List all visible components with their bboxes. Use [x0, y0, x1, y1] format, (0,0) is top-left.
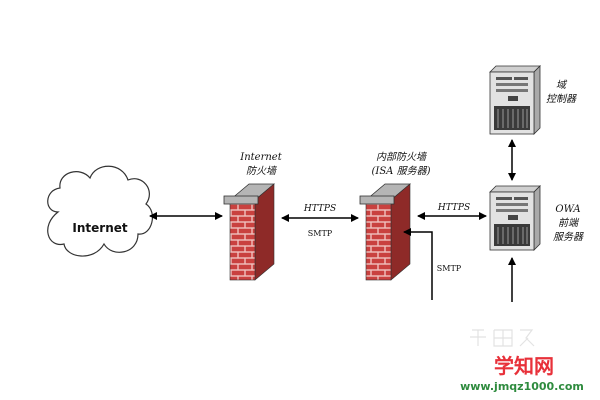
internet-firewall — [223, 183, 276, 281]
link2-proto-top: HTTPS — [437, 203, 470, 213]
firewall-cap-front — [359, 195, 395, 205]
domain-controller-server — [489, 65, 541, 135]
firewall-inner-label-2: (ISA 服务器) — [371, 165, 430, 177]
watermark-url: www.jmqz1000.com — [460, 380, 584, 393]
domain-controller-label-2: 控制器 — [546, 93, 577, 105]
watermark-site-name: 学知网 — [494, 354, 554, 378]
faint-logo-mark — [470, 329, 535, 347]
firewall-outer-label-2: 防火墙 — [246, 165, 278, 177]
cloud-label: Internet — [72, 221, 127, 235]
owa-label-2: 前端 — [558, 217, 580, 229]
link1-proto-bottom: SMTP — [308, 229, 333, 238]
owa-label-3: 服务器 — [553, 231, 584, 243]
domain-controller-label-1: 域 — [556, 79, 568, 91]
internet-cloud: Internet — [47, 165, 154, 257]
isa-firewall — [359, 183, 412, 281]
owa-frontend-server — [489, 185, 541, 251]
link-smtp-inbound — [403, 228, 433, 300]
firewall-inner-label-1: 内部防火墙 — [376, 151, 428, 163]
owa-label-1: OWA — [555, 204, 580, 215]
link1-proto-top: HTTPS — [303, 204, 336, 214]
firewall-outer-label-1: Internet — [239, 152, 282, 163]
firewall-wall — [365, 199, 392, 281]
smtp-inbound-label: SMTP — [437, 264, 462, 273]
firewall-cap-front — [223, 195, 259, 205]
firewall-wall — [229, 199, 256, 281]
cloud-shape — [47, 165, 154, 257]
